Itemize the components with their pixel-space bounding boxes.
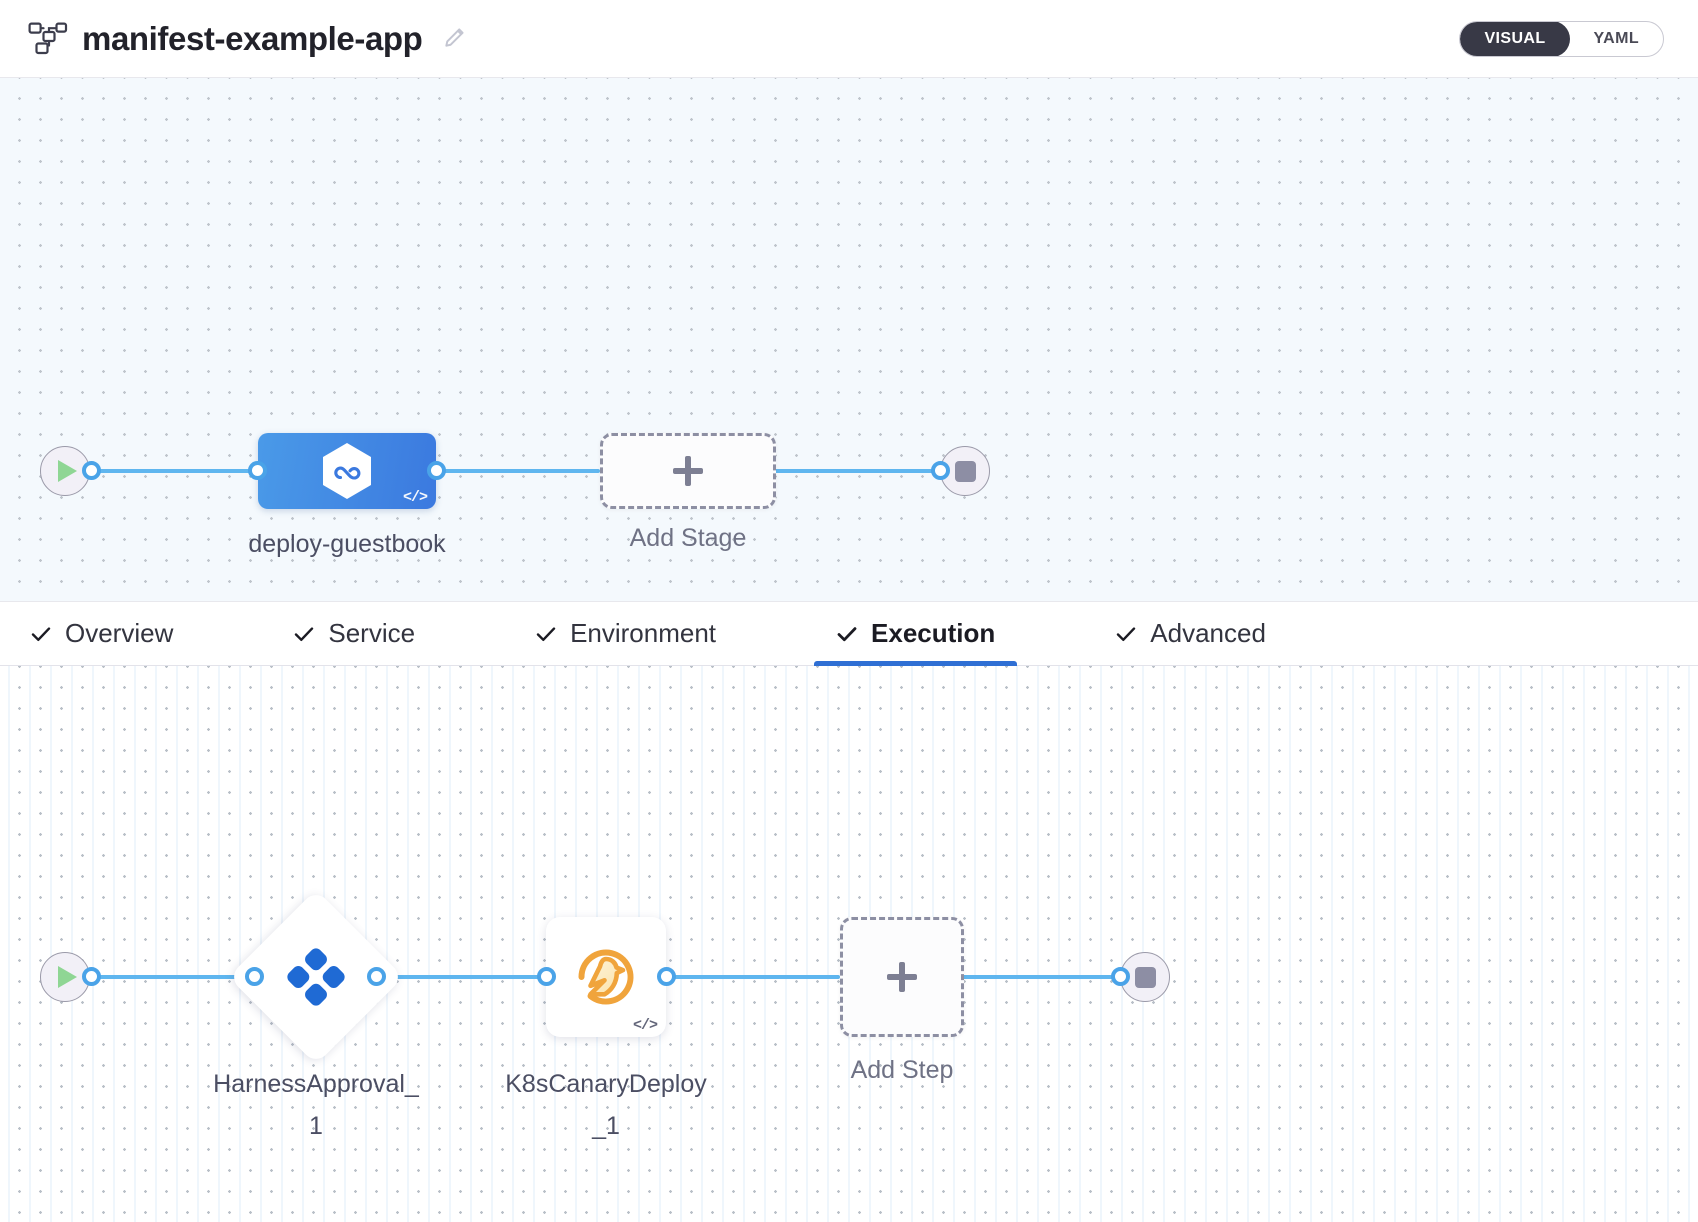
add-step-label: Add Step: [850, 1056, 954, 1084]
check-icon: [536, 626, 556, 641]
check-icon: [837, 626, 857, 641]
wire-add-to-end: [952, 975, 1122, 979]
start-terminal: [40, 952, 90, 1002]
harness-approval-icon: [285, 946, 347, 1008]
start-terminal: [40, 446, 90, 496]
stage-node-deploy-guestbook[interactable]: </> deploy-guestbook: [248, 433, 446, 558]
canary-step-card[interactable]: </>: [546, 917, 666, 1037]
stage-code-badge[interactable]: </>: [402, 489, 428, 506]
tab-execution[interactable]: Execution: [814, 602, 1031, 666]
stop-icon: [954, 460, 976, 482]
pipeline-start-node[interactable]: [40, 446, 101, 496]
stage-output-connector[interactable]: [427, 461, 446, 480]
tab-advanced[interactable]: Advanced: [1115, 602, 1302, 665]
execution-start-node[interactable]: [40, 952, 101, 1002]
app-header: manifest-example-app VISUAL YAML: [0, 0, 1698, 78]
wire-approval-to-canary: [396, 975, 546, 979]
tab-overview[interactable]: Overview: [30, 602, 209, 665]
tab-service-label: Service: [328, 618, 416, 648]
page-title: manifest-example-app: [82, 20, 423, 57]
tab-execution-label: Execution: [871, 618, 996, 648]
tab-advanced-label: Advanced: [1150, 618, 1266, 648]
tab-environment-label: Environment: [570, 618, 717, 648]
add-step-button[interactable]: [840, 917, 964, 1037]
approval-output-connector[interactable]: [367, 967, 386, 986]
plus-icon: [885, 960, 919, 994]
wire-start-to-approval: [96, 975, 246, 979]
plus-icon: [671, 454, 705, 488]
approval-step-label: HarnessApproval_1: [213, 1070, 419, 1140]
stage-config-tabs[interactable]: Overview Service Environment Execution A…: [0, 602, 1698, 666]
canary-bird-icon: [567, 938, 645, 1016]
end-terminal: [1120, 952, 1170, 1002]
execution-graph: HarnessApproval_1: [0, 666, 1698, 1222]
tab-service[interactable]: Service: [293, 602, 451, 665]
check-icon: [1117, 626, 1136, 641]
pipeline-end-node[interactable]: [931, 446, 990, 496]
view-mode-toggle[interactable]: VISUAL YAML: [1459, 20, 1664, 57]
view-toggle-yaml[interactable]: YAML: [1570, 22, 1663, 56]
step-node-harness-approval[interactable]: HarnessApproval_1: [213, 889, 419, 1140]
end-input-connector[interactable]: [931, 461, 950, 480]
start-output-connector[interactable]: [82, 461, 101, 480]
tab-overview-label: Overview: [65, 618, 174, 648]
step-node-k8s-canary-deploy[interactable]: </> K8sCanaryDeploy_1: [505, 917, 707, 1140]
play-icon: [58, 460, 77, 482]
wire-stage-to-add: [430, 469, 600, 473]
stage-graph-canvas[interactable]: </> deploy-guestbook Add Stage: [0, 78, 1698, 602]
approval-input-connector[interactable]: [245, 967, 264, 986]
play-icon: [58, 966, 77, 988]
pencil-edit-icon[interactable]: [436, 26, 468, 52]
end-input-connector[interactable]: [1111, 967, 1130, 986]
canary-code-badge[interactable]: </>: [632, 1017, 658, 1034]
add-stage-button[interactable]: [600, 433, 776, 509]
check-icon: [295, 626, 314, 641]
canary-step-label: K8sCanaryDeploy_1: [505, 1070, 707, 1140]
add-step-node[interactable]: Add Step: [840, 917, 964, 1084]
wire-canary-to-add: [660, 975, 840, 979]
stage-input-connector[interactable]: [248, 461, 267, 480]
check-icon: [31, 626, 51, 641]
pipeline-nodes-icon: [28, 22, 68, 56]
header-right-group: VISUAL YAML: [1459, 20, 1664, 57]
harness-cd-hexagon-icon: [319, 441, 375, 501]
execution-end-node[interactable]: [1111, 952, 1170, 1002]
stage-graph: </> deploy-guestbook Add Stage: [0, 78, 1698, 601]
execution-graph-canvas[interactable]: HarnessApproval_1: [0, 666, 1698, 1222]
wire-start-to-stage: [96, 469, 274, 473]
start-output-connector[interactable]: [82, 967, 101, 986]
stage-label: deploy-guestbook: [248, 530, 446, 558]
canary-input-connector[interactable]: [537, 967, 556, 986]
header-left-group: manifest-example-app: [28, 22, 468, 56]
add-stage-node[interactable]: Add Stage: [600, 433, 776, 552]
add-stage-label: Add Stage: [629, 524, 747, 552]
stage-card[interactable]: </>: [258, 433, 436, 509]
approval-step-card[interactable]: [228, 889, 404, 1065]
stop-icon: [1134, 966, 1156, 988]
tab-environment[interactable]: Environment: [535, 602, 752, 665]
wire-add-to-end: [770, 469, 942, 473]
canary-output-connector[interactable]: [657, 967, 676, 986]
view-toggle-visual[interactable]: VISUAL: [1460, 21, 1570, 56]
